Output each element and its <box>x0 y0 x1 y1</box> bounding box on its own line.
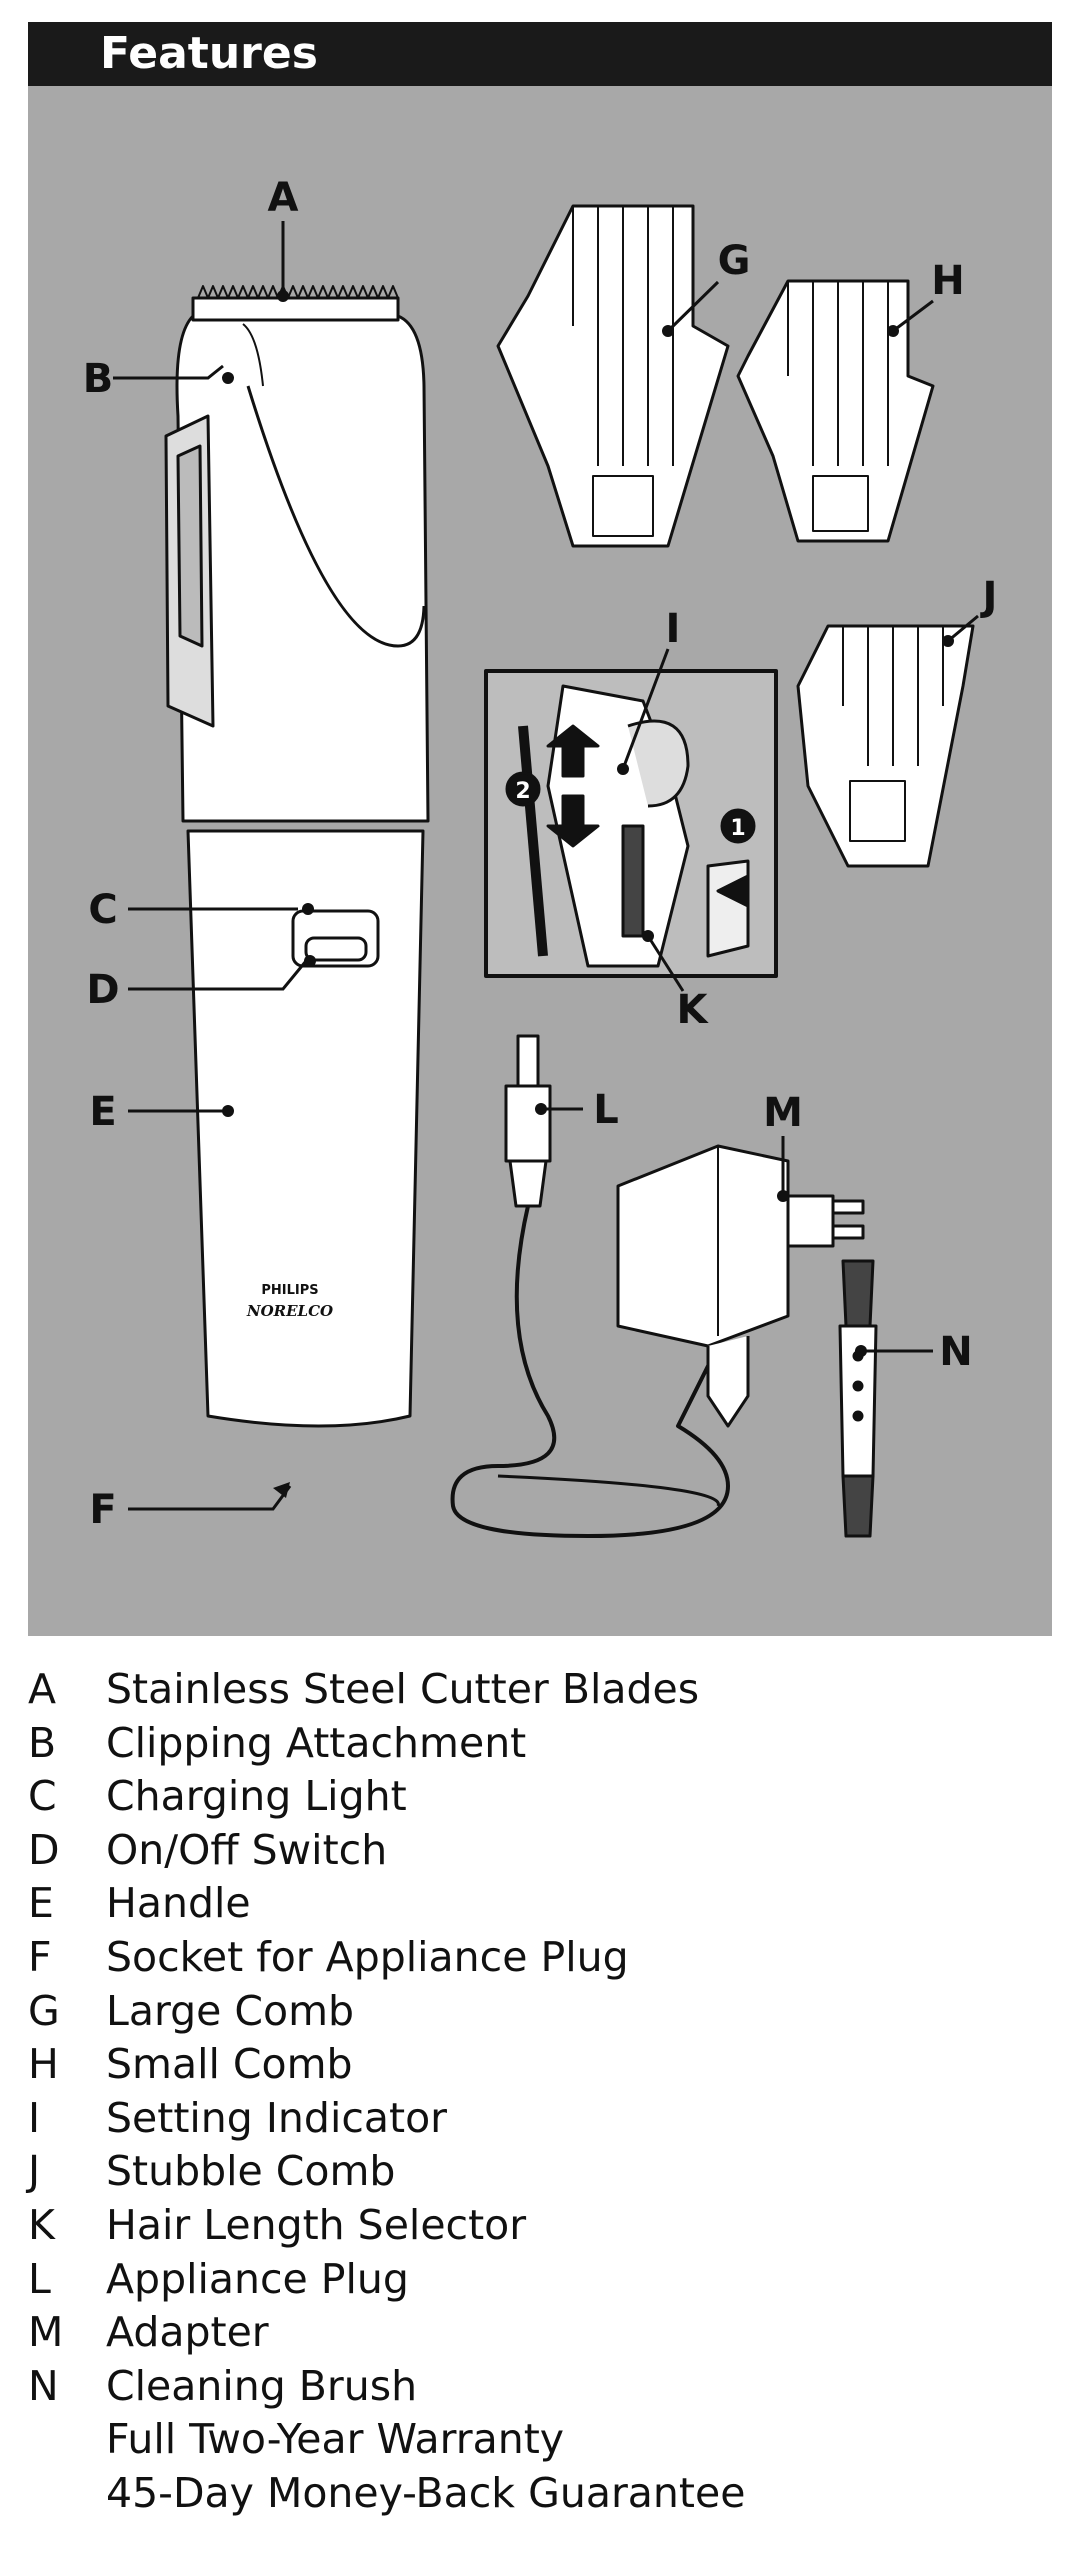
brand-norelco: NORELCO <box>246 1302 333 1320</box>
section-title: Features <box>100 28 318 79</box>
warranty-line: Full Two-Year Warranty <box>28 2413 1052 2467</box>
legend-letter: I <box>28 2093 41 2142</box>
warranty-text: Full Two-Year Warranty <box>106 2415 565 2464</box>
legend-text: Large Comb <box>106 1986 355 2035</box>
legend-row: E Handle <box>28 1877 1052 1931</box>
legend-letter: M <box>28 2308 64 2357</box>
callout-L: L <box>593 1087 619 1133</box>
legend-row: M Adapter <box>28 2306 1052 2360</box>
legend-row: A Stainless Steel Cutter Blades <box>28 1663 1052 1717</box>
callout-D: D <box>86 967 119 1013</box>
callout-F: F <box>89 1487 116 1533</box>
legend-letter: K <box>28 2200 55 2249</box>
legend-letter: E <box>28 1879 54 1928</box>
guarantee-text: 45-Day Money-Back Guarantee <box>106 2468 746 2517</box>
setting-inset: 2 1 <box>484 669 778 978</box>
legend-text: On/Off Switch <box>106 1825 388 1874</box>
callout-B: B <box>83 356 114 402</box>
cutter-blades <box>191 296 400 322</box>
legend-letter: L <box>28 2254 51 2303</box>
legend-text: Stubble Comb <box>106 2147 396 2196</box>
legend-text: Stainless Steel Cutter Blades <box>106 1665 700 1713</box>
legend-letter: N <box>28 2361 59 2410</box>
guarantee-line: 45-Day Money-Back Guarantee <box>28 2467 1052 2521</box>
legend-letter: A <box>28 1665 57 1713</box>
legend-text: Setting Indicator <box>106 2093 448 2142</box>
legend-text: Adapter <box>106 2308 269 2357</box>
callout-M: M <box>763 1090 803 1136</box>
legend-text: Appliance Plug <box>106 2254 409 2303</box>
adapter-illustration <box>616 1144 865 1428</box>
svg-text:2: 2 <box>515 779 530 804</box>
legend-letter: D <box>28 1825 60 1874</box>
legend-row: D On/Off Switch <box>28 1824 1052 1878</box>
diagram-svg: PHILIPS NORELCO <box>83 175 998 1538</box>
legend-text: Socket for Appliance Plug <box>106 1932 629 1981</box>
appliance-plug-illustration <box>450 1034 730 1538</box>
large-comb-illustration <box>496 204 730 548</box>
legend-row: F Socket for Appliance Plug <box>28 1931 1052 1985</box>
legend-letter: H <box>28 2040 59 2089</box>
legend-row: J Stubble Comb <box>28 2145 1052 2199</box>
svg-text:1: 1 <box>730 816 745 841</box>
legend-letter: J <box>28 2147 41 2196</box>
legend-row: G Large Comb <box>28 1985 1052 2039</box>
legend-letter: B <box>28 1718 57 1767</box>
callout-J: J <box>980 574 998 620</box>
legend-text: Clipping Attachment <box>106 1718 527 1767</box>
handle <box>186 829 425 1428</box>
brand-philips: PHILIPS <box>261 1283 318 1298</box>
features-illustration: PHILIPS NORELCO <box>28 86 1052 1636</box>
legend-letter: F <box>28 1932 52 1981</box>
legend-text: Small Comb <box>106 2040 353 2089</box>
legend-row: I Setting Indicator <box>28 2092 1052 2146</box>
legend-row: B Clipping Attachment <box>28 1717 1052 1771</box>
legend-text: Charging Light <box>106 1772 407 1821</box>
stubble-comb-illustration <box>796 624 975 868</box>
legend-text: Cleaning Brush <box>106 2361 418 2410</box>
callout-I: I <box>666 606 681 652</box>
legend-row: N Cleaning Brush <box>28 2360 1052 2414</box>
legend-row: H Small Comb <box>28 2038 1052 2092</box>
legend-letter: G <box>28 1986 60 2035</box>
cleaning-brush-illustration <box>838 1259 878 1538</box>
callout-K: K <box>677 987 710 1033</box>
legend-row: K Hair Length Selector <box>28 2199 1052 2253</box>
callout-H: H <box>931 258 964 304</box>
callout-A: A <box>268 175 299 221</box>
on-off-switch <box>304 936 368 962</box>
callout-E: E <box>89 1089 116 1135</box>
legend-text: Handle <box>106 1879 251 1928</box>
callout-G: G <box>718 238 751 284</box>
features-legend: A Stainless Steel Cutter Blades B Clipping… <box>28 1663 1052 2521</box>
small-comb-illustration <box>736 279 935 543</box>
section-header: Features <box>28 22 1052 86</box>
clipper-head <box>175 314 430 823</box>
legend-letter: C <box>28 1772 57 1821</box>
legend-row: L Appliance Plug <box>28 2253 1052 2307</box>
legend-text: Hair Length Selector <box>106 2200 527 2249</box>
legend-row: C Charging Light <box>28 1770 1052 1824</box>
callout-C: C <box>88 887 117 933</box>
callout-N: N <box>939 1329 972 1375</box>
